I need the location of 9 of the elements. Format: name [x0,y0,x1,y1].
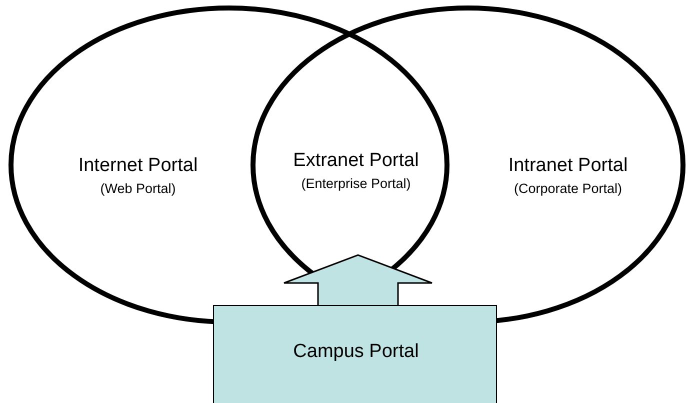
region-subtitle: (Web Portal) [99,181,177,196]
region-title: Internet Portal [77,155,199,177]
region-subtitle: (Corporate Portal) [512,181,624,196]
portal-box [213,305,497,403]
region-title: Campus Portal [292,341,420,363]
region-subtitle: (Enterprise Portal) [300,176,412,191]
region-title: Intranet Portal [507,155,629,177]
block-arrow [283,254,433,306]
region-title: Extranet Portal [292,150,420,172]
